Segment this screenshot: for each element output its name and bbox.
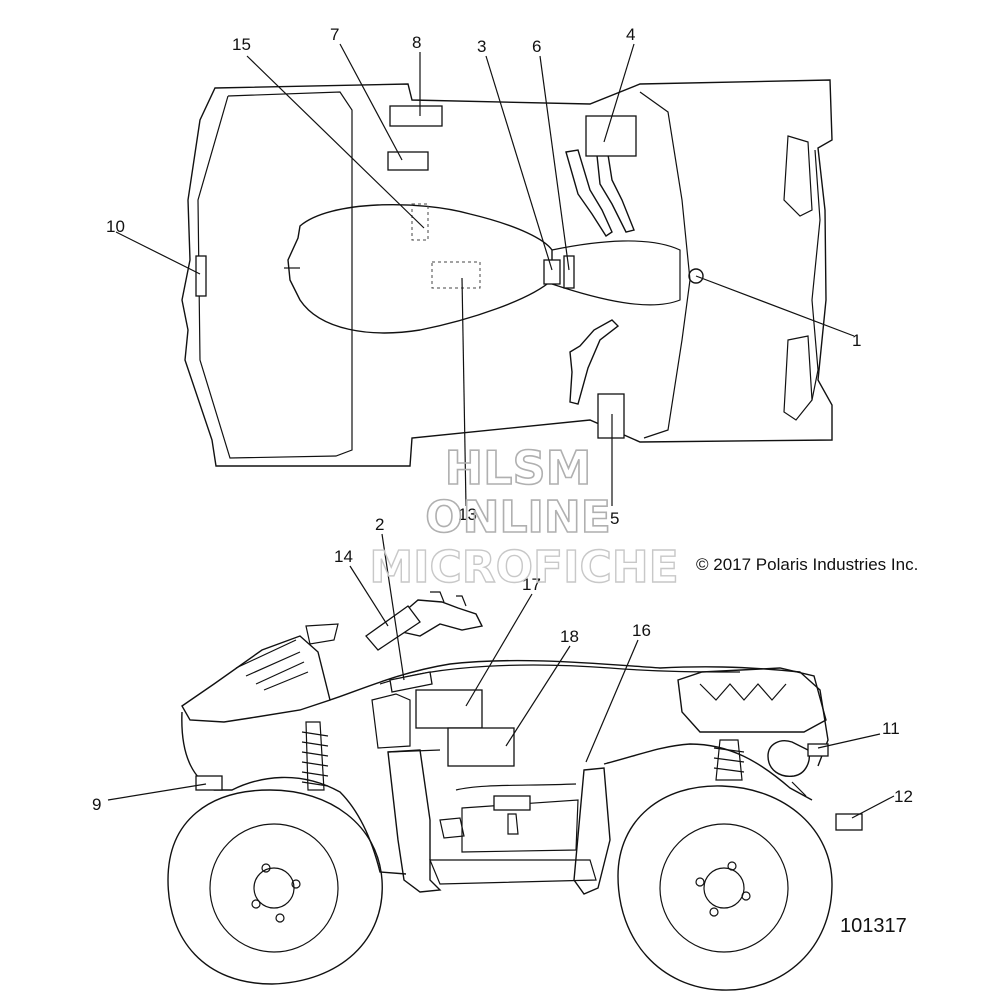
callout-16: 16 [632,621,651,640]
callout-15: 15 [232,35,251,54]
callout-14: 14 [334,547,353,566]
decal-10 [195,255,207,297]
decal-7 [387,151,429,171]
decal-2 [389,671,433,693]
callout-9: 9 [92,795,101,814]
decal-13 [431,261,481,289]
decal-16 [493,795,531,811]
callout-17: 17 [522,575,541,594]
copyright-notice: © 2017 Polaris Industries Inc. [696,555,918,574]
callout-1: 1 [852,331,861,350]
decal-6 [563,255,575,289]
leader-lines [107,43,895,819]
callout-13: 13 [458,505,477,524]
decal-14 [365,605,421,651]
callout-7: 7 [330,25,339,44]
callout-4: 4 [626,25,635,44]
document-number: 101317 [840,915,907,937]
decal-15 [411,203,429,241]
callout-2: 2 [375,515,384,534]
decal-4 [585,115,637,157]
callout-18: 18 [560,627,579,646]
decal-11 [807,743,829,757]
top-view-atv [181,79,833,467]
watermark-line-2: ONLINE [425,492,611,543]
decal-9 [195,775,223,791]
decal-12 [835,813,863,831]
callout-5: 5 [610,509,619,528]
decal-3 [543,259,561,285]
watermark-line-1: HLSM [445,441,592,495]
callout-6: 6 [532,37,541,56]
callouts: 15 7 8 3 6 4 10 1 13 5 2 14 17 18 16 9 1… [92,25,913,814]
watermark-line-3: MICROFICHE [369,542,678,593]
decal-18 [447,727,515,767]
side-view-atv [167,591,863,991]
callout-12: 12 [894,787,913,806]
callout-3: 3 [477,37,486,56]
callout-8: 8 [412,33,421,52]
callout-10: 10 [106,217,125,236]
callout-11: 11 [882,719,900,738]
decal-5 [597,393,625,439]
watermark: HLSM ONLINE MICROFICHE [369,440,680,594]
decal-8 [389,105,443,127]
